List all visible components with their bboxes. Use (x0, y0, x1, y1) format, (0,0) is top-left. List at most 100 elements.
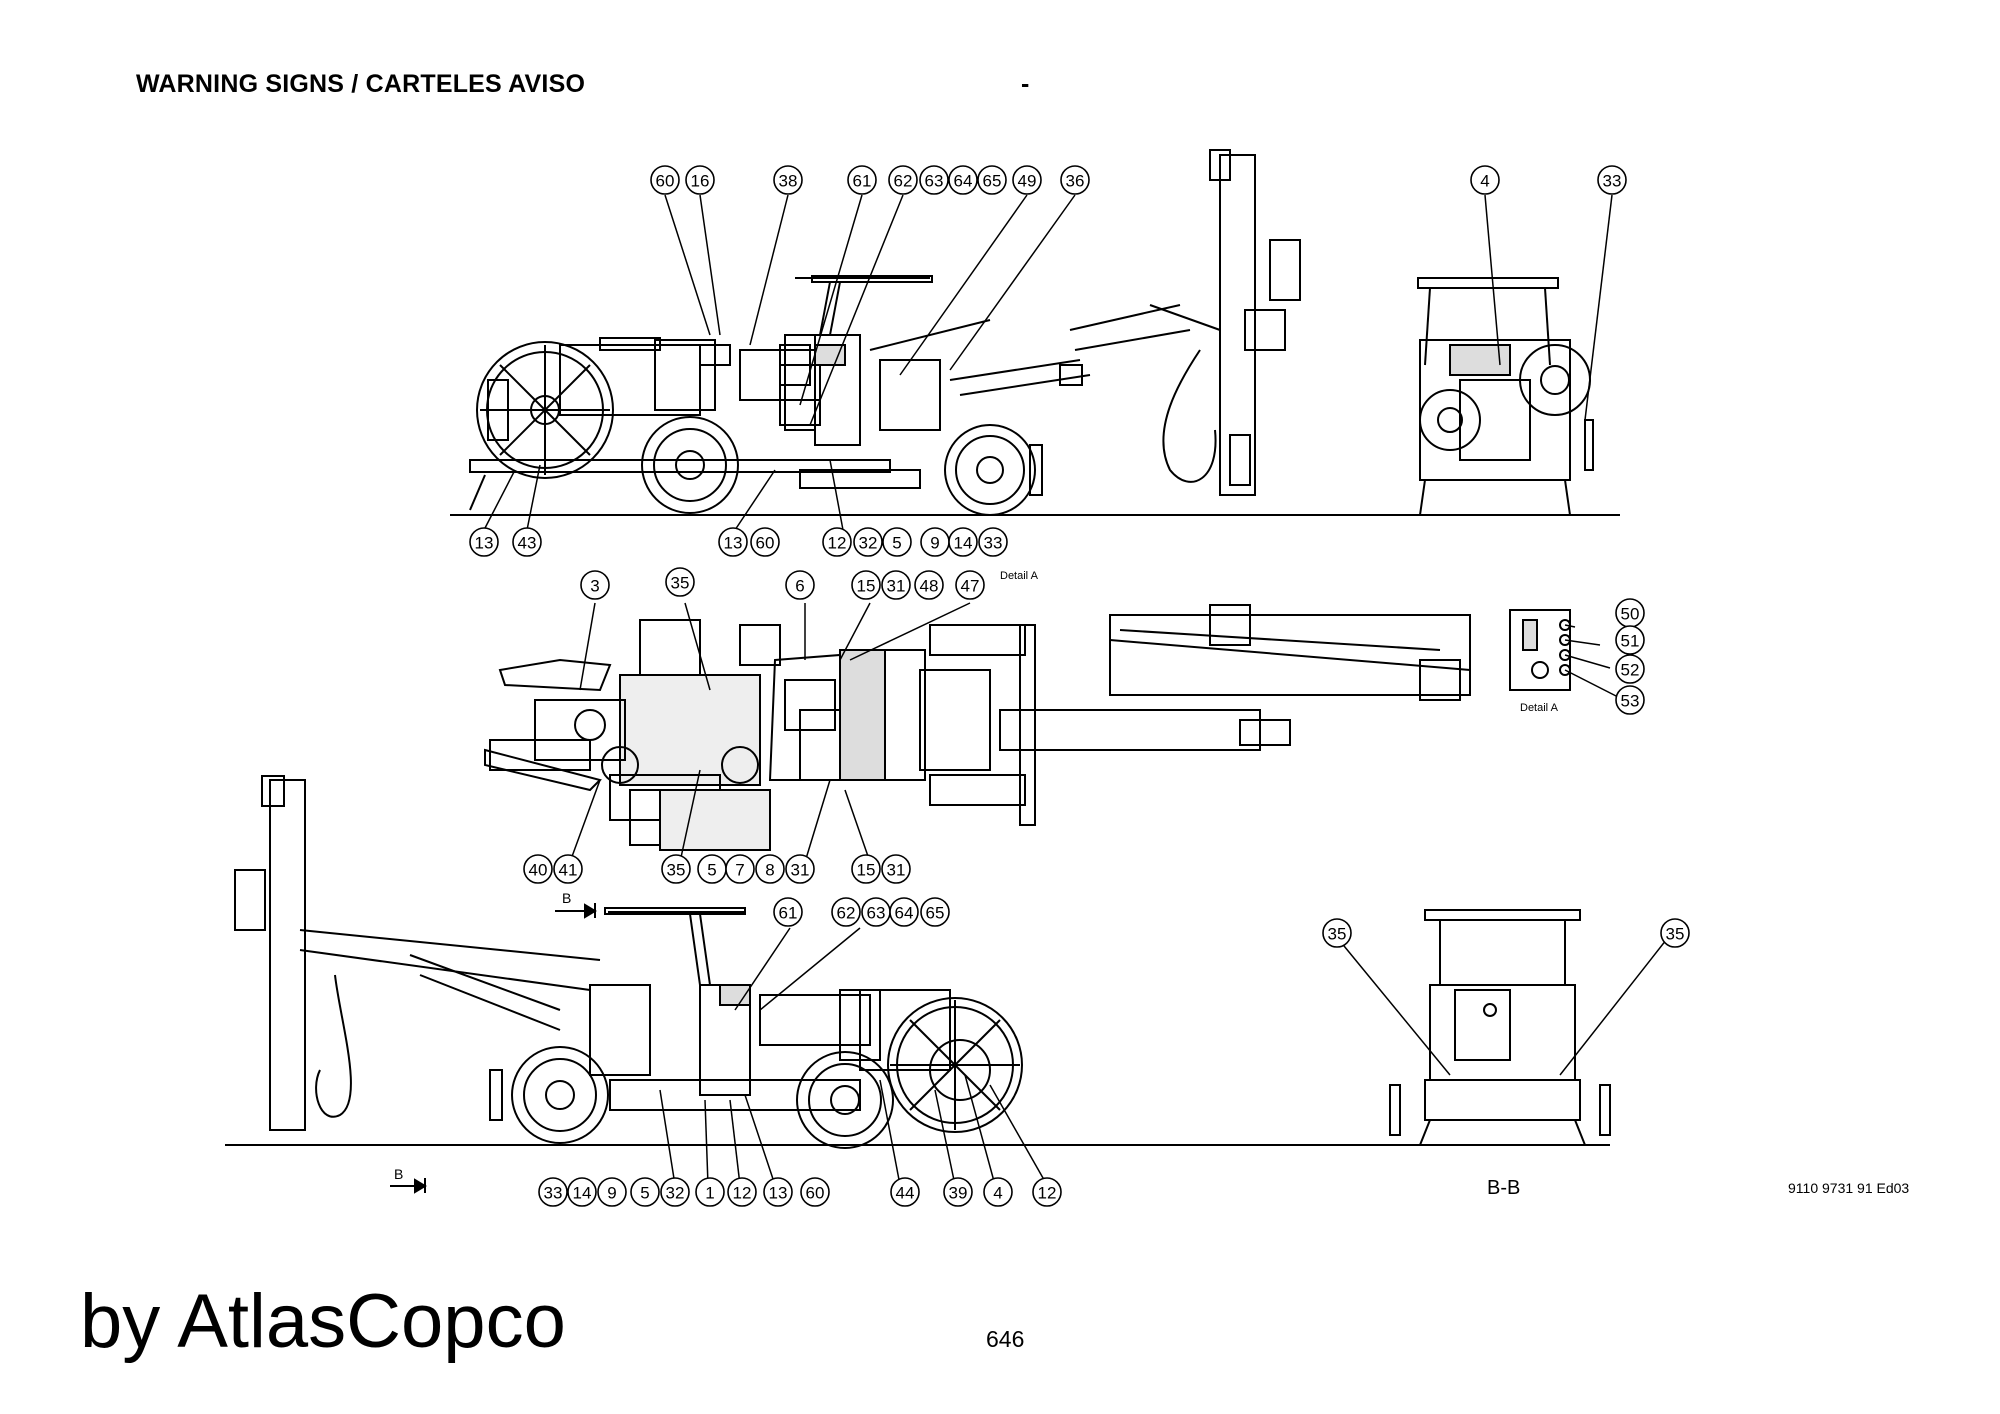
callout-number: 35 (1328, 925, 1347, 944)
callout-number: 9 (930, 534, 939, 553)
callout-side-view-bottom-below-14: 14 (567, 1177, 597, 1207)
callout-number: 47 (961, 577, 980, 596)
callout-number: 13 (724, 534, 743, 553)
callout-number: 61 (853, 172, 872, 191)
callout-side-view-top-above-61: 61 (847, 165, 877, 195)
section-arrow-top (555, 903, 597, 919)
callout-side-view-top-below-12: 12 (822, 527, 852, 557)
callout-number: 31 (887, 861, 906, 880)
callout-number: 48 (920, 577, 939, 596)
callout-number: 5 (892, 534, 901, 553)
callout-side-view-top-below-43: 43 (512, 527, 542, 557)
callout-top-view-below-5: 5 (697, 854, 727, 884)
callout-number: 62 (894, 172, 913, 191)
callout-number: 49 (1018, 172, 1037, 191)
callout-side-view-bottom-below-12: 12 (1032, 1177, 1062, 1207)
header-dash: - (1021, 70, 1030, 98)
callout-number: 35 (1666, 925, 1685, 944)
callout-number: 32 (859, 534, 878, 553)
callout-number: 36 (1066, 172, 1085, 191)
callout-side-view-top-above-62: 62 (888, 165, 918, 195)
callout-rear-view-bottom-35: 35 (1322, 918, 1352, 948)
section-arrow-bottom (390, 1178, 427, 1194)
callout-number: 1 (705, 1184, 714, 1203)
callout-number: 43 (518, 534, 537, 553)
brand-text: by AtlasCopco (80, 1279, 566, 1364)
callout-number: 63 (925, 172, 944, 191)
rear-view-top (1410, 277, 1594, 516)
document-reference: 9110 9731 91 Ed03 (1788, 1180, 1910, 1196)
callout-number: 4 (993, 1184, 1002, 1203)
callout-side-view-top-below-14: 14 (948, 527, 978, 557)
callout-side-view-bottom-below-32: 32 (660, 1177, 690, 1207)
callout-top-view-below-8: 8 (755, 854, 785, 884)
callout-top-view-above-47: 47 (955, 570, 985, 600)
callout-detail-a-53: 53 (1615, 685, 1645, 715)
callout-rear-view-top-4: 4 (1470, 165, 1500, 195)
side-view-bottom (225, 775, 1610, 1149)
callout-number: 60 (756, 534, 775, 553)
callout-number: 12 (828, 534, 847, 553)
callout-top-view-below-40: 40 (523, 854, 553, 884)
detail-a-label: Detail A (1520, 702, 1558, 714)
callout-side-view-top-below-9: 9 (920, 527, 950, 557)
callout-number: 35 (671, 574, 690, 593)
callout-top-view-below-31: 31 (785, 854, 815, 884)
top-view (484, 604, 1471, 851)
callout-number: 15 (857, 577, 876, 596)
callout-number: 5 (640, 1184, 649, 1203)
callout-top-view-above-15: 15 (851, 570, 881, 600)
callout-top-view-below-35: 35 (661, 854, 691, 884)
callout-number: 12 (1038, 1184, 1057, 1203)
callout-number: 64 (954, 172, 973, 191)
callout-side-view-bottom-below-9: 9 (597, 1177, 627, 1207)
callout-number: 14 (954, 534, 973, 553)
section-bb-label: B-B (1487, 1177, 1521, 1199)
callout-number: 31 (791, 861, 810, 880)
callout-number: 16 (691, 172, 710, 191)
callout-side-view-top-above-38: 38 (773, 165, 803, 195)
callout-side-view-bottom-above-63: 63 (861, 897, 891, 927)
callout-side-view-top-above-49: 49 (1012, 165, 1042, 195)
callout-number: 15 (857, 861, 876, 880)
section-arrow-bottom-label: B (394, 1166, 404, 1182)
callout-number: 13 (475, 534, 494, 553)
callout-top-view-above-6: 6 (785, 570, 815, 600)
page-number: 646 (986, 1326, 1025, 1352)
callout-side-view-top-below-13: 13 (718, 527, 748, 557)
callout-rear-view-bottom-35: 35 (1660, 918, 1690, 948)
rear-view-bottom (1389, 909, 1611, 1146)
callout-side-view-top-above-16: 16 (685, 165, 715, 195)
callout-side-view-bottom-below-39: 39 (943, 1177, 973, 1207)
callout-detail-a-52: 52 (1615, 654, 1645, 684)
callout-side-view-bottom-above-65: 65 (920, 897, 950, 927)
page-title: WARNING SIGNS / CARTELES AVISO (136, 70, 586, 98)
callout-side-view-top-below-32: 32 (853, 527, 883, 557)
callout-number: 63 (867, 904, 886, 923)
callout-number: 9 (607, 1184, 616, 1203)
callout-side-view-bottom-above-62: 62 (831, 897, 861, 927)
callout-top-view-below-41: 41 (553, 854, 583, 884)
callout-number: 60 (806, 1184, 825, 1203)
callout-number: 3 (590, 577, 599, 596)
callout-side-view-bottom-below-5: 5 (630, 1177, 660, 1207)
callout-number: 61 (779, 904, 798, 923)
detail-a-panel (1509, 609, 1571, 691)
callout-number: 32 (666, 1184, 685, 1203)
callout-number: 62 (837, 904, 856, 923)
callout-number: 33 (984, 534, 1003, 553)
callout-detail-a-51: 51 (1615, 625, 1645, 655)
callout-number: 8 (765, 861, 774, 880)
callout-side-view-top-below-5: 5 (882, 527, 912, 557)
callout-side-view-top-below-13: 13 (469, 527, 499, 557)
callout-number: 12 (733, 1184, 752, 1203)
callout-top-view-below-15: 15 (851, 854, 881, 884)
callout-side-view-top-above-65: 65 (977, 165, 1007, 195)
callout-side-view-top-below-60: 60 (750, 527, 780, 557)
callout-side-view-bottom-below-1: 1 (695, 1177, 725, 1207)
callout-number: 39 (949, 1184, 968, 1203)
callout-top-view-above-48: 48 (914, 570, 944, 600)
callout-side-view-top-above-64: 64 (948, 165, 978, 195)
